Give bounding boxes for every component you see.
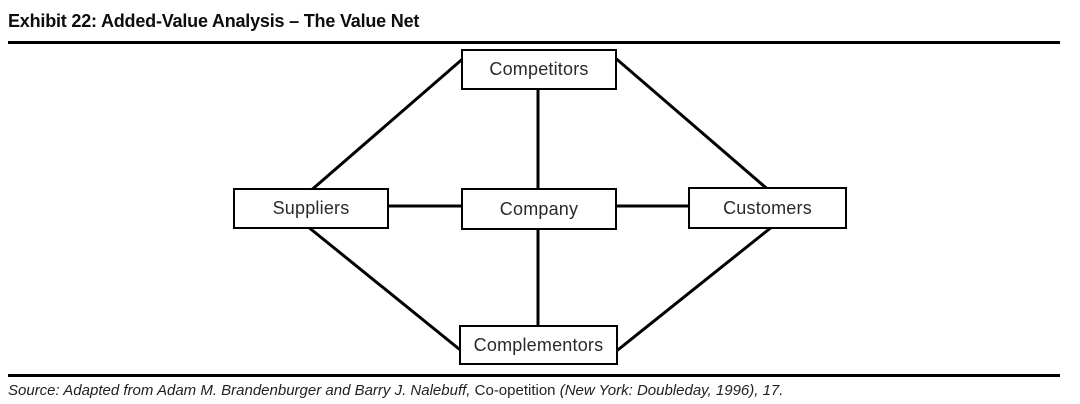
node-company-label: Company: [499, 198, 579, 219]
source-book-title: Co-opetition: [474, 382, 556, 399]
node-customers-label: Customers: [723, 197, 812, 218]
source-citation-suffix: (New York: Doubleday, 1996), 17.: [555, 382, 784, 399]
connector-competitors-customers: [612, 54, 773, 195]
connector-suppliers-complementors: [306, 224, 465, 355]
connector-competitors-suppliers: [307, 54, 467, 195]
node-competitors: Competitors: [461, 49, 617, 90]
node-complementors-label: Complementors: [473, 334, 604, 355]
node-competitors-label: Competitors: [489, 59, 589, 79]
source-citation-prefix: Source: Adapted from Adam M. Brandenburg…: [8, 382, 475, 399]
source-citation: Source: Adapted from Adam M. Brandenburg…: [8, 382, 783, 399]
exhibit-title: Exhibit 22: Added-Value Analysis – The V…: [8, 11, 420, 31]
node-company: Company: [461, 188, 617, 230]
node-customers: Customers: [688, 187, 847, 229]
source-rule: [8, 374, 1060, 377]
node-complementors: Complementors: [459, 325, 618, 365]
connector-customers-complementors: [613, 224, 774, 355]
node-suppliers-label: Suppliers: [272, 198, 350, 218]
title-rule: [8, 41, 1060, 44]
node-suppliers: Suppliers: [233, 188, 389, 229]
